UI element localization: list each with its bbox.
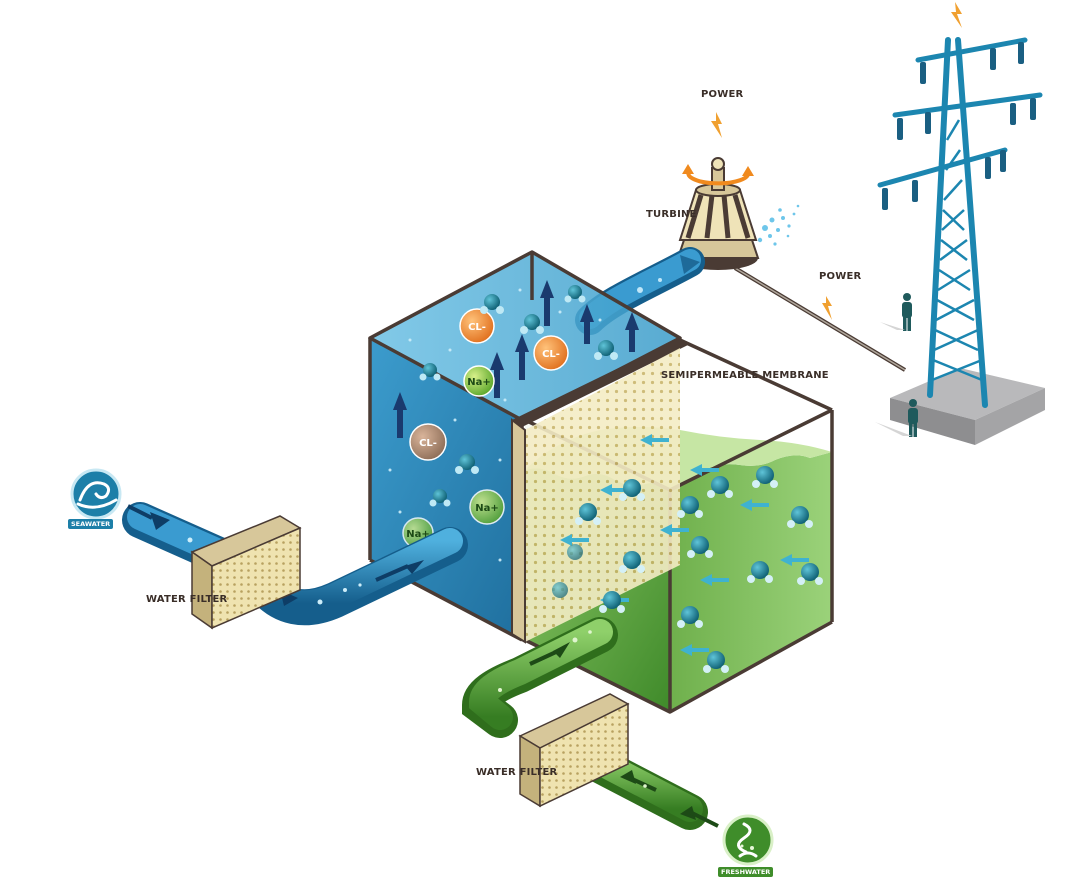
- seawater-badge: SEAWATER: [68, 519, 114, 529]
- chloride-ion: CL-: [459, 308, 495, 344]
- power-label-top: POWER: [701, 89, 744, 100]
- worker-figure: [875, 399, 918, 437]
- svg-text:CL-: CL-: [542, 349, 560, 360]
- worker-figure: [880, 293, 912, 331]
- sodium-ion: Na+: [463, 365, 495, 397]
- svg-text:Na+: Na+: [406, 529, 430, 540]
- freshwater-badge: FRESHWATER: [718, 867, 774, 877]
- svg-text:CL-: CL-: [468, 322, 486, 333]
- rotation-arrow-icon: [686, 168, 751, 186]
- freshwater-icon: [722, 814, 774, 866]
- svg-text:Na+: Na+: [467, 377, 491, 388]
- svg-text:CL-: CL-: [419, 438, 437, 449]
- membrane-label: SEMIPERMEABLE MEMBRANE: [661, 370, 829, 381]
- water-molecules-freshwater: [552, 434, 823, 673]
- svg-text:Na+: Na+: [475, 503, 499, 514]
- turbine: [676, 112, 800, 270]
- seawater-icon: [70, 468, 122, 520]
- power-label-line: POWER: [819, 271, 862, 282]
- freshwater-filter: [518, 693, 630, 808]
- water-filter-label-fresh: WATER FILTER: [476, 767, 558, 778]
- lightning-icon: [711, 112, 722, 138]
- chloride-ion: CL-: [533, 335, 569, 371]
- water-filter-label-sea: WATER FILTER: [146, 594, 228, 605]
- seawater-filter: [190, 515, 302, 630]
- water-molecule: [419, 285, 618, 507]
- lightning-icon: [822, 296, 832, 320]
- chloride-ion: CL-: [409, 423, 447, 461]
- turbine-label: TURBINE: [646, 209, 697, 220]
- sodium-ion: Na+: [469, 489, 505, 525]
- power-cable: [733, 266, 907, 372]
- power-pylon: [877, 2, 1045, 445]
- ions-saltwater: CL- CL- CL- Na+ Na+ Na+: [388, 280, 639, 562]
